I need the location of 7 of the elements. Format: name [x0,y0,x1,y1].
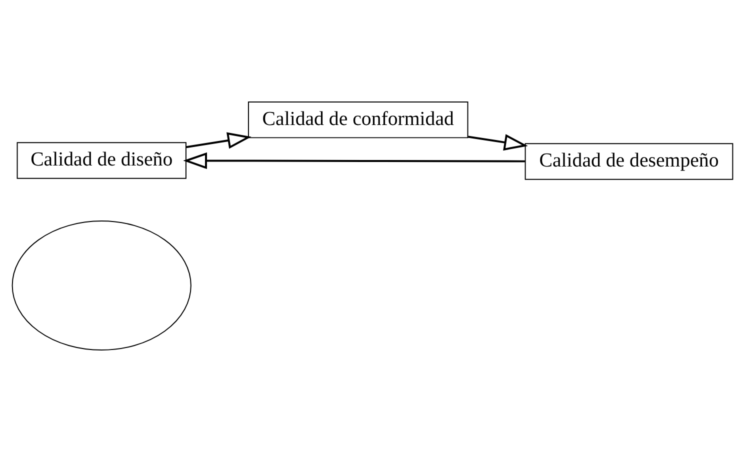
arrow [186,132,252,149]
node-box: Calidad de desempeño [524,143,734,180]
node-ellipse [12,220,192,351]
node-box: Calidad de conformidad [248,101,468,138]
node-box: Calidad de diseño [16,142,186,179]
arrow [468,134,528,151]
arrow [183,152,525,170]
